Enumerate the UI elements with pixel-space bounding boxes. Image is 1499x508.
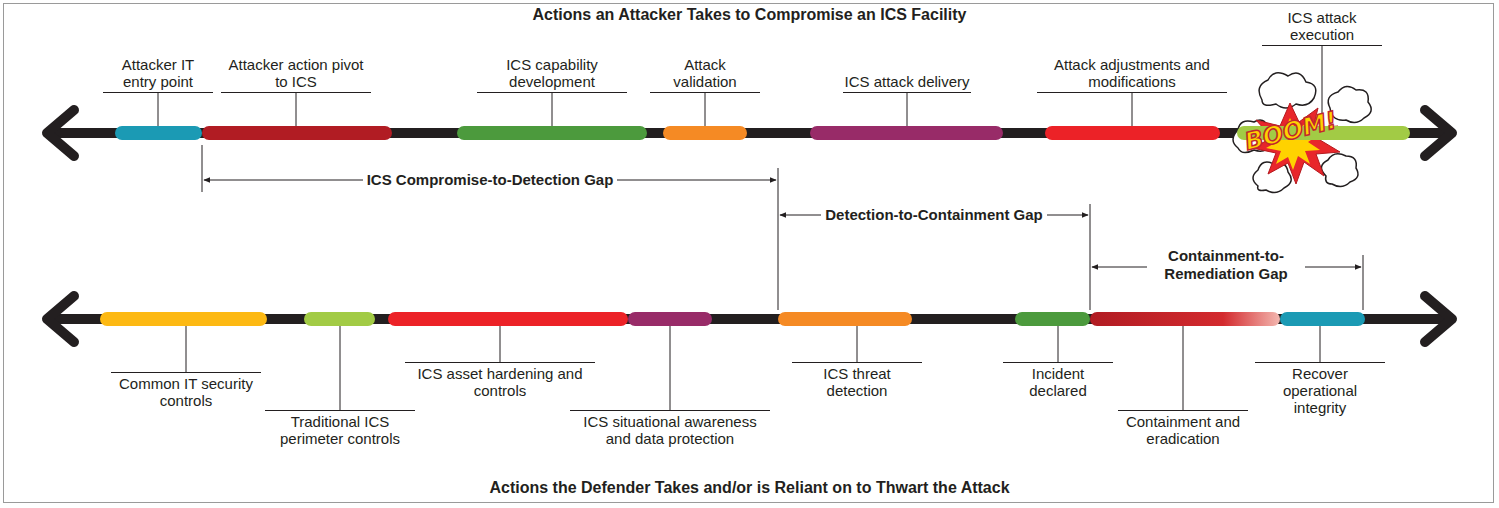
segment-label: Common IT security controls (111, 372, 261, 409)
segment-label: ICS attack delivery (832, 73, 982, 93)
timeline-segment: ICS attack delivery (810, 126, 1003, 140)
timeline-segment: Containment and eradication (1090, 312, 1280, 326)
leader-line (500, 326, 501, 362)
timeline-segment: Attack validation (663, 126, 747, 140)
segment-label: ICS asset hardening and controls (405, 362, 595, 399)
leader-line (340, 326, 341, 410)
leader-line (1320, 326, 1321, 362)
timeline-segment: Attacker action pivot to ICS (202, 126, 392, 140)
segment-text: ICS attack execution (1262, 9, 1382, 46)
gap-label: Containment-to-Remediation Gap (1147, 247, 1305, 283)
leader-line (296, 93, 297, 126)
segment-label: Recover operational integrity (1255, 362, 1385, 416)
segment-text: Incident declared (1003, 362, 1113, 399)
segment-text: Recover operational integrity (1255, 362, 1385, 416)
leader-line (1058, 326, 1059, 362)
segment-label: Attack adjustments and modifications (1037, 56, 1227, 93)
leader-line (857, 326, 858, 362)
segment-text: ICS threat detection (792, 362, 922, 399)
segment-label: Attacker action pivot to ICS (221, 56, 371, 93)
segment-label: ICS situational awareness and data prote… (570, 410, 770, 447)
segment-label: Attacker IT entry point (103, 56, 213, 93)
timeline-segment: Recover operational integrity (1280, 312, 1365, 326)
segment-label: ICS attack execution (1262, 9, 1382, 46)
gap-label: ICS Compromise-to-Detection Gap (363, 171, 618, 189)
segment-text: Attacker IT entry point (103, 56, 213, 93)
segment-label: ICS capability development (477, 56, 627, 93)
leader-line (552, 93, 553, 126)
segment-text: Containment and eradication (1118, 410, 1248, 447)
segment-label: Containment and eradication (1118, 410, 1248, 447)
timeline-segment: Incident declared (1015, 312, 1090, 326)
timeline-segment: Common IT security controls (100, 312, 267, 326)
segment-text: ICS situational awareness and data prote… (570, 410, 770, 447)
timeline-segment: ICS capability development (457, 126, 647, 140)
diagram-caption: Actions the Defender Takes and/or is Rel… (0, 479, 1499, 497)
segment-text: Attacker action pivot to ICS (221, 56, 371, 93)
segment-text: ICS asset hardening and controls (405, 362, 595, 399)
leader-line (186, 326, 187, 372)
segment-text: Attack validation (650, 56, 760, 93)
leader-line (907, 93, 908, 126)
timeline-segment: ICS situational awareness and data prote… (628, 312, 712, 326)
gap-label: Detection-to-Containment Gap (821, 206, 1047, 224)
timeline-segment: Traditional ICS perimeter controls (304, 312, 375, 326)
segment-text: Traditional ICS perimeter controls (265, 410, 415, 447)
leader-line (1132, 93, 1133, 126)
segment-text: Attack adjustments and modifications (1037, 56, 1227, 93)
boom-text: BOOM! (1242, 106, 1340, 156)
segment-label: Attack validation (650, 56, 760, 93)
timeline-segment: Attacker IT entry point (115, 126, 202, 140)
timeline-segment: Attack adjustments and modifications (1045, 126, 1220, 140)
leader-line (670, 326, 671, 410)
segment-label: Incident declared (1003, 362, 1113, 399)
timeline-segment: ICS asset hardening and controls (388, 312, 628, 326)
segment-label: ICS threat detection (792, 362, 922, 399)
leader-line (1183, 326, 1184, 410)
segment-text: Common IT security controls (111, 372, 261, 409)
segment-text: ICS attack delivery (843, 73, 970, 93)
leader-line (705, 93, 706, 126)
timeline-segment: ICS threat detection (778, 312, 912, 326)
segment-text: ICS capability development (477, 56, 627, 93)
leader-line (158, 93, 159, 126)
segment-label: Traditional ICS perimeter controls (265, 410, 415, 447)
